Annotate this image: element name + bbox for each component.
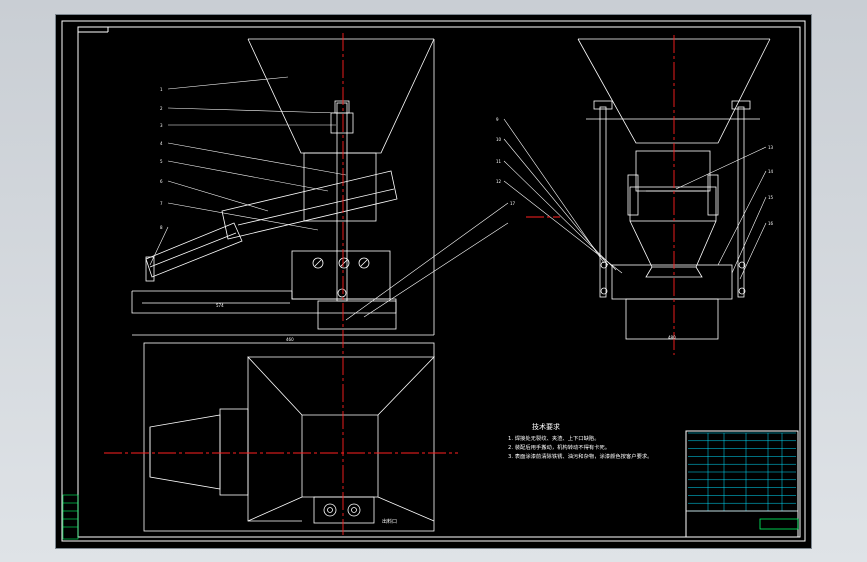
callouts-right: 9 10 11 12 13 14 15 16 17 [496,117,774,226]
callout-right-1: 9 [496,117,499,122]
callout-right-9: 17 [510,201,516,206]
front-view [131,38,435,336]
tech-req-line-1: 1. 焊接处无裂纹、夹渣、上下口缺陷。 [508,434,600,442]
side-view [577,38,771,340]
callout-left-4: 4 [160,141,163,146]
dim-base-width: 574 [216,303,224,308]
dim-right-base: 480 [668,335,676,340]
dim-top-width: 460 [286,337,294,342]
callout-left-6: 6 [160,179,163,184]
revision-table [62,494,79,540]
callout-right-5: 13 [768,145,774,150]
callout-left-5: 5 [160,159,163,164]
callout-right-3: 11 [496,159,502,164]
title-block [685,430,799,538]
callout-right-2: 10 [496,137,502,142]
callout-right-6: 14 [768,169,774,174]
callout-right-7: 15 [768,195,774,200]
callout-left-1: 1 [160,87,163,92]
callout-left-3: 3 [160,123,163,128]
sheet-border [61,20,806,542]
callouts-left: 1 2 3 4 5 6 7 8 [160,87,163,230]
callout-left-7: 7 [160,201,163,206]
tech-requirements: 技术要求 1. 焊接处无裂纹、夹渣、上下口缺陷。 2. 装配后用手搬动，机构转动… [508,422,652,460]
tech-req-line-2: 2. 装配后用手搬动，机构转动不得有卡死。 [508,443,610,451]
callout-left-8: 8 [160,225,163,230]
plan-view [143,342,435,532]
callout-right-8: 16 [768,221,774,226]
callout-left-2: 2 [160,106,163,111]
tech-req-title: 技术要求 [532,422,560,431]
tech-req-line-3: 3. 表面涂漆前清除铁锈、油污和杂物，涂漆颜色按客户要求。 [508,452,652,460]
side-leaders [503,118,767,280]
centerlines [104,33,675,535]
plan-outlet-note: 出料口 [382,518,397,525]
front-leaders [149,76,509,321]
callout-right-4: 12 [496,179,502,184]
